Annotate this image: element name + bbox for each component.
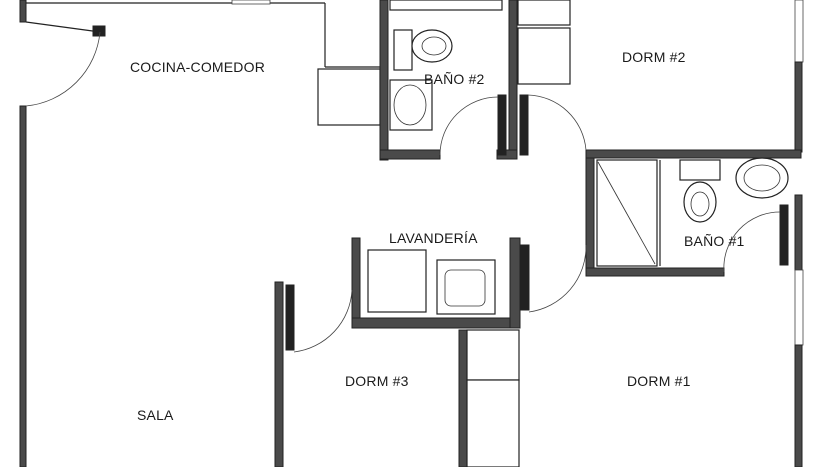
room-label-sala: SALA xyxy=(137,407,174,423)
room-label-cocina-comedor: COCINA-COMEDOR xyxy=(130,59,265,75)
room-label-dorm-2: DORM #2 xyxy=(622,49,686,65)
room-label-dorm-1: DORM #1 xyxy=(627,373,691,389)
room-label-bano-2: BAÑO #2 xyxy=(424,71,485,87)
room-labels: COCINA-COMEDOR BAÑO #2 DORM #2 LAVANDERÍ… xyxy=(130,49,745,423)
doors xyxy=(25,21,789,353)
fixtures xyxy=(367,0,789,315)
room-label-dorm-3: DORM #3 xyxy=(345,373,409,389)
room-label-bano-1: BAÑO #1 xyxy=(684,233,745,249)
room-label-lavanderia: LAVANDERÍA xyxy=(389,230,478,246)
walls xyxy=(19,0,804,467)
